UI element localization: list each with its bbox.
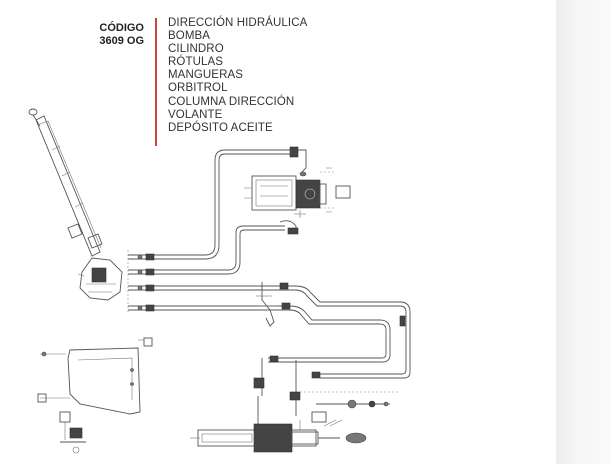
code-label: CÓDIGO <box>99 22 144 34</box>
center-bracket <box>256 282 276 327</box>
parts-list-item: DEPÓSITO ACEITE <box>168 121 273 134</box>
hose-lines <box>127 149 411 379</box>
pump-assembly <box>244 167 351 235</box>
parts-list-item: COLUMNA DIRECCIÓN <box>168 95 295 108</box>
code-block: CÓDIGO 3609 OG <box>84 22 144 48</box>
code-value: 3609 OG <box>99 35 144 47</box>
steering-column <box>28 108 103 257</box>
parts-list-item: MANGUERAS <box>168 69 244 82</box>
parts-list-item: VOLANTE <box>168 108 223 121</box>
orbitrol-unit <box>77 257 123 301</box>
steering-cylinder <box>190 358 400 453</box>
page-edge-shadow <box>556 0 611 464</box>
mounting-bracket <box>37 337 153 454</box>
top-fitting <box>289 146 307 177</box>
parts-list: DIRECCIÓN HIDRÁULICA BOMBA CILINDRO RÓTU… <box>168 17 307 135</box>
red-divider <box>155 18 157 146</box>
hydraulic-steering-diagram <box>28 108 411 454</box>
parts-list-item: BOMBA <box>168 30 211 43</box>
parts-list-item: CILINDRO <box>168 43 224 56</box>
parts-list-item: DIRECCIÓN HIDRÁULICA <box>168 17 308 29</box>
parts-list-item: RÓTULAS <box>168 56 224 69</box>
parts-list-item: ORBITROL <box>168 82 228 95</box>
